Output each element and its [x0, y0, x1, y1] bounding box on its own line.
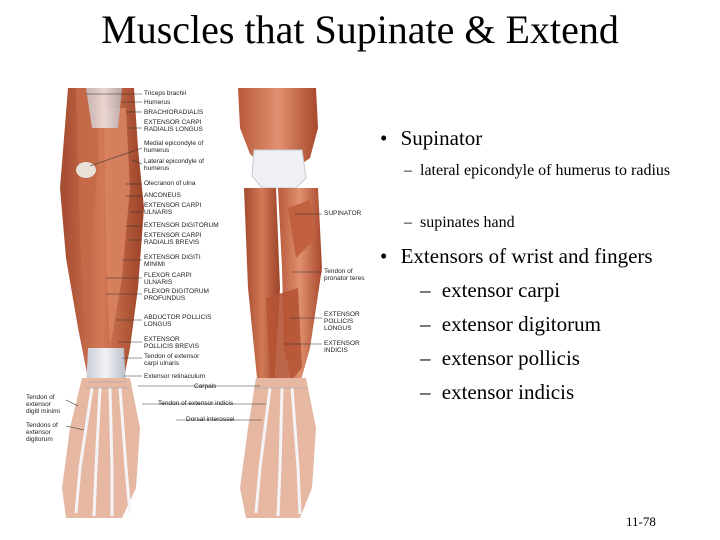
label-olecranon: Olecranon of ulna	[144, 180, 196, 187]
bullet-text: Extensors of wrist and fingers	[400, 244, 653, 268]
label-ext-digiti-minimi: EXTENSOR DIGITI MINIMI	[144, 254, 201, 268]
label-tendons-ext-digitorum: Tendons of extensor digitorum	[26, 422, 58, 443]
forearm-muscles-illustration	[60, 88, 322, 518]
bullet-extensors: • Extensors of wrist and fingers	[380, 244, 653, 268]
label-anconeus: ANCONEUS	[144, 192, 181, 199]
sub-bullet-extensor-indicis: – extensor indicis	[420, 380, 574, 404]
label-tendon-ext-carpi-ulnaris: Tendon of extensor carpi ulnaris	[144, 353, 200, 367]
sub-bullet-text: lateral epicondyle of humerus to radius	[420, 162, 671, 179]
label-ext-pollicis-longus: EXTENSOR POLLICIS LONGUS	[324, 311, 360, 332]
label-tendon-ext-indicis: Tendon of extensor indicis	[158, 400, 234, 407]
label-brachioradialis: BRACHIORADIALIS	[144, 109, 204, 116]
label-leader-lines	[65, 93, 322, 431]
sub-bullet-extensor-digitorum: – extensor digitorum	[420, 312, 601, 336]
label-abductor-pollicis-longus: ABDUCTOR POLLICIS LONGUS	[144, 314, 212, 328]
sub-bullet-text: extensor carpi	[441, 278, 561, 302]
sub-bullet-extensor-pollicis: – extensor pollicis	[420, 346, 580, 370]
sub-bullet-action: – supinates hand	[404, 212, 710, 233]
dash-marker: –	[420, 278, 431, 302]
page-number: 11-78	[626, 514, 656, 529]
deep-forearm	[238, 88, 322, 518]
bullet-text: Supinator	[400, 126, 483, 150]
label-tendon-ext-digiti-minimi: Tendon of extensor digiti minimi	[26, 394, 60, 415]
label-extensor-retinaculum: Extensor retinaculum	[144, 373, 206, 380]
slide-title: Muscles that Supinate & Extend	[101, 7, 619, 52]
label-ext-digitorum: EXTENSOR DIGITORUM	[144, 222, 219, 229]
sub-bullet-text: extensor pollicis	[441, 346, 580, 370]
bullet-marker: •	[380, 244, 388, 268]
dash-marker: –	[420, 380, 431, 404]
sub-bullet-origin-insertion: – lateral epicondyle of humerus to radiu…	[404, 160, 710, 181]
superficial-forearm	[60, 88, 144, 518]
dash-marker: –	[420, 346, 431, 370]
bullet-supinator: • Supinator	[380, 126, 482, 150]
dash-marker: –	[404, 214, 412, 231]
forearm-anatomy-figure: Triceps brachii Humerus BRACHIORADIALIS …	[26, 88, 372, 518]
label-ext-indicis: EXTENSOR INDICIS	[324, 340, 360, 354]
label-humerus: Humerus	[144, 99, 171, 106]
sub-bullet-text: extensor digitorum	[441, 312, 601, 336]
label-ext-carpi-ulnaris: EXTENSOR CARPI ULNARIS	[144, 202, 202, 216]
dash-marker: –	[420, 312, 431, 336]
label-lateral-epicondyle: Lateral epicondyle of humerus	[144, 158, 204, 172]
sub-bullet-extensor-carpi: – extensor carpi	[420, 278, 560, 302]
sub-bullet-text: supinates hand	[420, 214, 515, 231]
dash-marker: –	[404, 162, 412, 179]
sub-bullet-text: extensor indicis	[441, 380, 575, 404]
label-carpals: Carpals	[194, 383, 217, 390]
label-flexor-carpi-ulnaris: FLEXOR CARPI ULNARIS	[144, 272, 192, 286]
label-ext-carpi-rad-longus: EXTENSOR CARPI RADIALIS LONGUS	[144, 119, 203, 133]
bullet-marker: •	[380, 126, 388, 150]
label-ext-carpi-rad-brevis: EXTENSOR CARPI RADIALIS BREVIS	[144, 232, 202, 246]
label-tendon-pronator-teres: Tendon of pronator teres	[324, 268, 365, 282]
label-triceps-brachii: Triceps brachii	[144, 90, 187, 97]
label-flexor-dig-profundus: FLEXOR DIGITORUM PROFUNDUS	[144, 288, 209, 302]
label-dorsal-interossei: Dorsal interossei	[186, 416, 235, 423]
label-supinator: SUPINATOR	[324, 210, 362, 217]
label-ext-pollicis-brevis: EXTENSOR POLLICIS BREVIS	[144, 336, 199, 350]
label-medial-epicondyle: Medial epicondyle of humerus	[144, 140, 204, 154]
